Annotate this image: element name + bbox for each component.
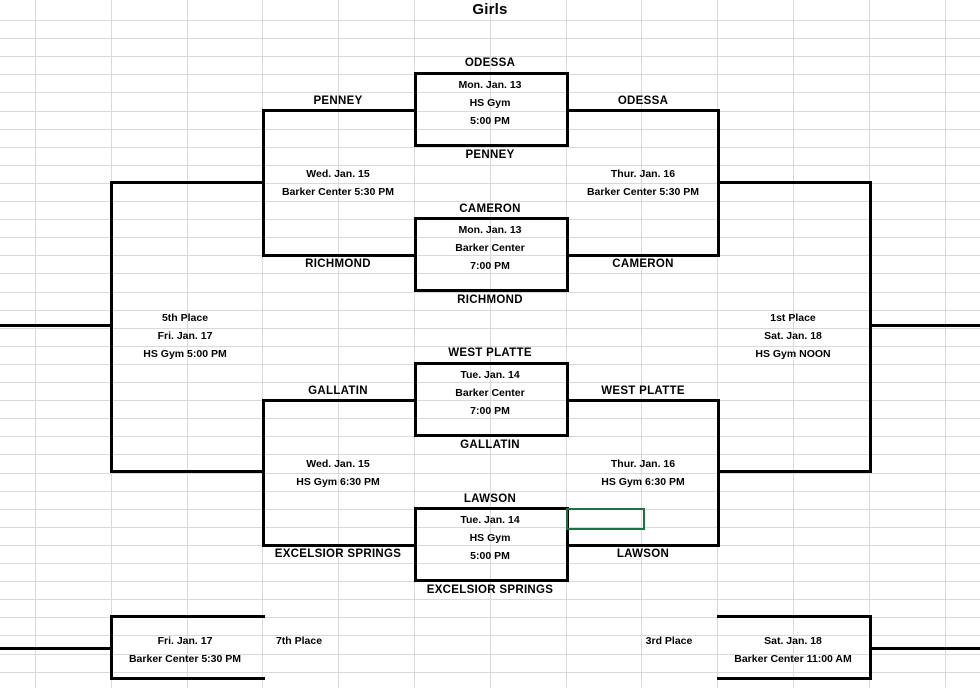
- gridline-horizontal: [0, 38, 980, 39]
- active-cell-cursor[interactable]: [566, 508, 645, 530]
- third-place-venue-time: Barker Center 11:00 AM: [734, 653, 852, 665]
- seventh-place-stem: [0, 647, 113, 650]
- gridline-horizontal: [0, 454, 980, 455]
- fifth-place-top-arm: [110, 181, 265, 184]
- first-place-stem: [869, 324, 980, 327]
- game-1-top-team: ODESSA: [464, 57, 516, 69]
- seventh-place-box-top: [110, 615, 265, 618]
- semi-upper-left-bottom-arm: [262, 254, 416, 257]
- game-1-date: Mon. Jan. 13: [458, 79, 522, 91]
- semi-upper-left-top-arm: [262, 109, 416, 112]
- semi-lower-left-date: Wed. Jan. 15: [306, 458, 370, 470]
- game-2-top-team: CAMERON: [459, 203, 521, 215]
- first-place-label: 1st Place: [770, 312, 816, 324]
- semi-upper-right-top-arm: [566, 109, 720, 112]
- third-place-box-bottom: [717, 677, 872, 680]
- gridline-vertical: [717, 0, 718, 688]
- semi-upper-left-venue-time: Barker Center 5:30 PM: [281, 186, 395, 198]
- fifth-place-bottom-arm: [110, 470, 265, 473]
- third-place-date: Sat. Jan. 18: [764, 635, 822, 647]
- semi-lower-right-spine: [717, 399, 720, 547]
- game-1-venue: HS Gym: [469, 97, 511, 109]
- first-place-date: Sat. Jan. 18: [764, 330, 822, 342]
- semi-lower-left-spine: [262, 399, 265, 547]
- gridline-horizontal: [0, 635, 980, 636]
- game-1-box-bottom: [414, 144, 569, 147]
- semi-upper-right-date: Thur. Jan. 16: [610, 168, 676, 180]
- semi-upper-left-bottom-team: RICHMOND: [305, 258, 371, 270]
- gridline-vertical: [262, 0, 263, 688]
- game-4-bottom-team: EXCELSIOR SPRINGS: [426, 584, 554, 596]
- fifth-place-spine: [110, 181, 113, 473]
- game-4-venue: HS Gym: [469, 532, 511, 544]
- fifth-place-date: Fri. Jan. 17: [157, 330, 213, 342]
- gridline-vertical: [945, 0, 946, 688]
- game-4-time: 5:00 PM: [470, 550, 510, 562]
- semi-lower-right-top-arm: [566, 399, 720, 402]
- semi-upper-left-top-team: PENNEY: [313, 95, 363, 107]
- semi-upper-right-venue-time: Barker Center 5:30 PM: [586, 186, 700, 198]
- game-2-time: 7:00 PM: [470, 260, 510, 272]
- game-3-top-team: WEST PLATTE: [448, 347, 532, 359]
- game-2-bottom-team: RICHMOND: [457, 294, 523, 306]
- gridline-horizontal: [0, 672, 980, 673]
- fifth-place-venue-time: HS Gym 5:00 PM: [143, 348, 227, 360]
- gridline-horizontal: [0, 165, 980, 166]
- semi-lower-left-bottom-team: EXCELSIOR SPRINGS: [274, 548, 402, 560]
- seventh-place-box-bottom: [110, 677, 265, 680]
- game-3-box-bottom: [414, 434, 569, 437]
- seventh-place-venue-time: Barker Center 5:30 PM: [128, 653, 242, 665]
- game-2-venue: Barker Center: [455, 242, 525, 254]
- game-3-venue: Barker Center: [455, 387, 525, 399]
- semi-lower-left-top-arm: [262, 399, 416, 402]
- page-title: Girls: [472, 1, 508, 18]
- semi-upper-right-bottom-arm: [566, 254, 720, 257]
- game-3-time: 7:00 PM: [470, 405, 510, 417]
- semi-upper-right-bottom-team: CAMERON: [612, 258, 674, 270]
- semi-lower-right-date: Thur. Jan. 16: [610, 458, 676, 470]
- first-place-spine: [869, 181, 872, 473]
- first-place-bottom-arm: [717, 470, 872, 473]
- game-4-date: Tue. Jan. 14: [460, 514, 520, 526]
- first-place-venue-time: HS Gym NOON: [755, 348, 831, 360]
- game-3-date: Tue. Jan. 14: [460, 369, 520, 381]
- semi-lower-left-top-team: GALLATIN: [308, 385, 368, 397]
- semi-lower-left-bottom-arm: [262, 544, 416, 547]
- semi-upper-left-date: Wed. Jan. 15: [306, 168, 370, 180]
- semi-upper-right-top-team: ODESSA: [617, 95, 669, 107]
- gridline-horizontal: [0, 20, 980, 21]
- game-3-box-top: [414, 362, 566, 365]
- game-1-time: 5:00 PM: [470, 115, 510, 127]
- semi-lower-right-venue-time: HS Gym 6:30 PM: [601, 476, 685, 488]
- gridline-horizontal: [0, 473, 980, 474]
- gridline-horizontal: [0, 310, 980, 311]
- seventh-place-label: 7th Place: [275, 635, 323, 647]
- semi-lower-right-top-team: WEST PLATTE: [601, 385, 685, 397]
- semi-lower-right-bottom-team: LAWSON: [616, 548, 670, 560]
- game-2-box-bottom: [414, 289, 569, 292]
- semi-lower-right-bottom-arm: [566, 544, 720, 547]
- third-place-stem: [869, 647, 980, 650]
- semi-lower-left-venue-time: HS Gym 6:30 PM: [296, 476, 380, 488]
- third-place-box-top: [717, 615, 872, 618]
- gridline-horizontal: [0, 599, 980, 600]
- game-1-box-top: [414, 72, 566, 75]
- game-2-date: Mon. Jan. 13: [458, 224, 522, 236]
- fifth-place-stem: [0, 324, 113, 327]
- game-3-bottom-team: GALLATIN: [460, 439, 520, 451]
- third-place-label: 3rd Place: [645, 635, 693, 647]
- gridline-horizontal: [0, 328, 980, 329]
- game-1-bottom-team: PENNEY: [465, 149, 515, 161]
- seventh-place-date: Fri. Jan. 17: [157, 635, 213, 647]
- gridline-vertical: [35, 0, 36, 688]
- game-4-box-top: [414, 507, 566, 510]
- game-4-top-team: LAWSON: [463, 493, 517, 505]
- game-4-box-bottom: [414, 579, 569, 582]
- fifth-place-label: 5th Place: [161, 312, 209, 324]
- game-2-box-top: [414, 217, 566, 220]
- first-place-top-arm: [717, 181, 872, 184]
